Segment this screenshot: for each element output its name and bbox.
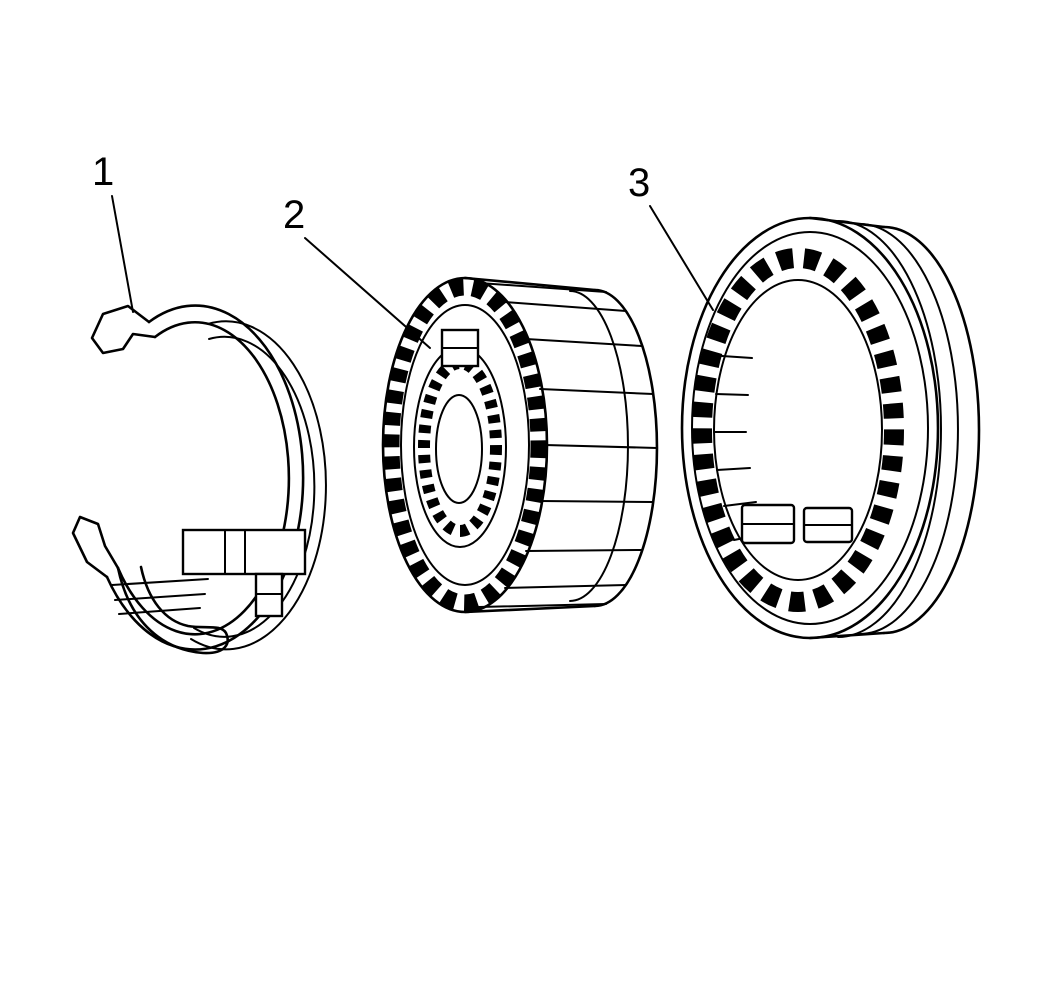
hub-tooth-line — [504, 584, 627, 589]
hub-tooth-line — [504, 301, 627, 312]
callout-1-label: 1 — [92, 150, 114, 194]
hub-tooth-line — [478, 603, 607, 608]
hub-top-silhouette — [463, 276, 597, 292]
callout-2-leader-line — [304, 237, 431, 349]
sleeve-groove-arc — [837, 220, 942, 638]
clip-lower-tail — [116, 565, 229, 655]
hub-bore-hole — [435, 394, 483, 504]
part-3-synchronizer-sleeve — [680, 216, 981, 640]
callout-1-leader-line — [111, 195, 134, 313]
hub-bottom-silhouette — [463, 604, 597, 614]
sleeve-inner-spline-line — [716, 467, 751, 471]
hub-tooth-line — [525, 549, 643, 552]
clip-rear-ring-outer — [190, 320, 327, 651]
hub-tooth-line — [478, 282, 607, 293]
callouts: 1 2 3 — [92, 150, 714, 349]
callout-3-label: 3 — [628, 161, 650, 205]
clip-hatch-line — [114, 593, 206, 601]
clip-front-band-inner — [116, 320, 291, 636]
hub-front-tooth-root-ring — [400, 304, 530, 586]
hub-front-teeth-ring — [382, 278, 548, 612]
callout-2-label: 2 — [283, 193, 305, 237]
hub-tooth-line — [539, 500, 654, 503]
hub-tooth-line — [525, 338, 643, 347]
clip-hatch-line — [111, 578, 209, 586]
sleeve-inner-spline-line — [715, 393, 749, 396]
sleeve-rear-rim — [882, 225, 981, 635]
sleeve-front-inner-edge — [691, 231, 929, 625]
sleeve-inner-spline-line — [723, 501, 757, 507]
sleeve-inner-spline-line — [721, 355, 753, 359]
clip-hatch-line — [118, 607, 201, 615]
sleeve-front-outer-rim — [680, 216, 940, 640]
part-1-retainer-clip — [71, 304, 327, 655]
sleeve-groove-arc — [859, 223, 959, 635]
sleeve-internal-spline-ring — [692, 248, 904, 612]
clip-bottom-hook — [71, 515, 120, 579]
hub-bore-spline-ring — [418, 357, 502, 537]
clip-rear-ring-inner — [193, 335, 316, 638]
callout-3-leader-line — [649, 205, 714, 311]
hub-tooth-line — [544, 444, 658, 449]
hub-tooth-line — [539, 388, 654, 395]
sleeve-bore-hole — [713, 279, 883, 581]
part-2-synchronizer-hub — [381, 276, 659, 614]
clip-top-hook — [90, 304, 157, 355]
